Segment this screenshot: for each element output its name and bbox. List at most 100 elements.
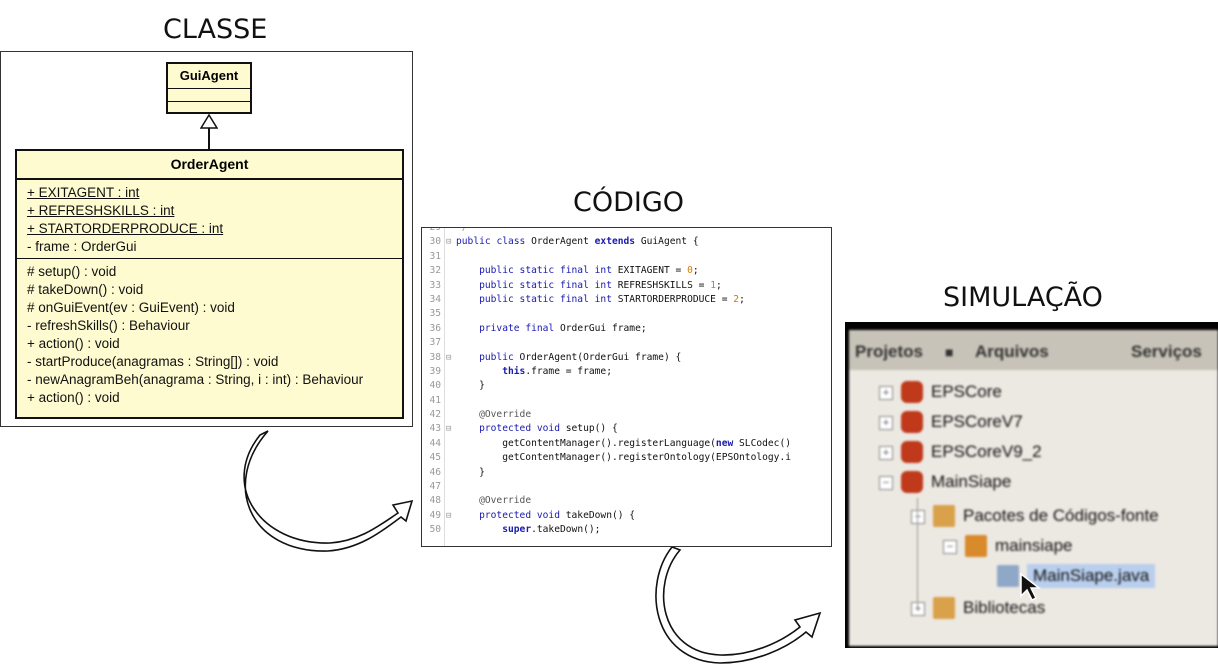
project-icon	[901, 381, 923, 403]
project-icon	[901, 441, 923, 463]
simulation-photo: Projetos ■ Arquivos Serviços +EPSCore+EP…	[845, 322, 1218, 648]
line-number: 31	[429, 250, 441, 262]
tree-item[interactable]: + EPSCoreV7	[849, 410, 1218, 438]
line-number: 41	[429, 394, 441, 406]
project-icon	[901, 411, 923, 433]
tree-item[interactable]: − Pacotes de Códigos-fonte	[849, 504, 1218, 532]
uml-operation: - newAnagramBeh(anagrama : String, i : i…	[27, 372, 364, 387]
line-number: 33	[429, 279, 441, 291]
uml-class-name-orderagent: OrderAgent	[17, 151, 402, 180]
code-line: 47	[422, 480, 831, 494]
uml-operation: # onGuiEvent(ev : GuiEvent) : void	[27, 300, 235, 315]
code-line: 49⊟ protected void takeDown() {	[422, 509, 831, 523]
code-text: public OrderAgent(OrderGui frame) {	[479, 351, 682, 363]
line-number: 40	[429, 380, 441, 392]
code-line: 36 private final OrderGui frame;	[422, 322, 831, 336]
line-number: 45	[429, 452, 441, 464]
package-icon	[965, 535, 987, 557]
code-text: @Override	[479, 409, 532, 421]
tree-item[interactable]: +EPSCoreV9_2	[849, 440, 1218, 468]
code-line: 34 public static final int STARTORDERPRO…	[422, 293, 831, 307]
line-number: 35	[429, 308, 441, 320]
code-text: }	[456, 466, 485, 478]
code-line: 31	[422, 250, 831, 264]
fold-icon[interactable]: ⊟	[446, 352, 452, 363]
code-line: 29 */	[422, 227, 831, 235]
line-number: 43	[429, 423, 441, 435]
fold-icon[interactable]: ⊟	[446, 237, 452, 248]
code-line: 32 public static final int EXITAGENT = 0…	[422, 264, 831, 278]
uml-attributes: + EXITAGENT : int + REFRESHSKILLS : int …	[17, 180, 402, 259]
line-number: 46	[429, 466, 441, 478]
uml-attribute: + REFRESHSKILLS : int	[27, 203, 175, 218]
code-text: public static final int STARTORDERPRODUC…	[479, 293, 745, 305]
uml-class-name-guiagent: GuiAgent	[168, 64, 250, 89]
line-number: 44	[429, 437, 441, 449]
tree-item-label: Pacotes de Códigos-fonte	[963, 506, 1159, 525]
tree-item-label: MainSiape	[931, 472, 1012, 491]
fold-icon[interactable]: ⊟	[446, 510, 452, 521]
tree-item[interactable]: +EPSCore	[849, 380, 1218, 408]
uml-attribute: + STARTORDERPRODUCE : int	[27, 221, 224, 236]
code-text: */	[456, 227, 468, 233]
tree-item-label: MainSiape.java	[1027, 564, 1156, 588]
tab-servicos[interactable]: Serviços	[1131, 342, 1202, 361]
uml-class-guiagent: GuiAgent	[166, 62, 252, 114]
uml-operation: + action() : void	[27, 336, 120, 351]
code-text: }	[456, 380, 485, 392]
code-line: 46 }	[422, 466, 831, 480]
expand-toggle-icon[interactable]: −	[943, 540, 957, 554]
heading-classe: CLASSE	[163, 14, 268, 45]
expand-toggle-icon[interactable]: +	[879, 446, 893, 460]
line-number: 29	[429, 227, 441, 233]
code-text: getContentManager().registerOntology(EPS…	[456, 452, 792, 464]
code-text: private final OrderGui frame;	[479, 322, 647, 334]
uml-attribute: - frame : OrderGui	[27, 239, 137, 254]
uml-class-diagram: GuiAgent OrderAgent + EXITAGENT : int + …	[0, 51, 413, 427]
project-icon	[901, 471, 923, 493]
code-line: 30⊟public class OrderAgent extends GuiAg…	[422, 235, 831, 249]
line-number: 34	[429, 293, 441, 305]
uml-operation: + action() : void	[27, 390, 120, 405]
fold-icon[interactable]: ⊟	[446, 424, 452, 435]
java-file-icon	[997, 565, 1019, 587]
line-number: 50	[429, 524, 441, 536]
line-number: 48	[429, 495, 441, 507]
code-line: 35	[422, 307, 831, 321]
code-text: protected void setup() {	[479, 423, 618, 435]
code-line: 50 super.takeDown();	[422, 523, 831, 537]
tree-item[interactable]: −mainsiape	[849, 534, 1218, 562]
folder-icon	[933, 505, 955, 527]
expand-toggle-icon[interactable]: −	[879, 476, 893, 490]
uml-attribute: + EXITAGENT : int	[27, 185, 140, 200]
curved-arrow-icon	[655, 546, 822, 664]
expand-toggle-icon[interactable]: +	[879, 416, 893, 430]
line-number: 39	[429, 365, 441, 377]
line-number: 49	[429, 509, 441, 521]
code-line: 42 @Override	[422, 408, 831, 422]
code-text: public static final int EXITAGENT = 0;	[479, 265, 699, 277]
expand-toggle-icon[interactable]: +	[911, 602, 925, 616]
line-number: 38	[429, 351, 441, 363]
code-text: getContentManager().registerLanguage(new…	[456, 437, 792, 449]
tree-item[interactable]: − MainSiape	[849, 470, 1218, 498]
tree-item-label: EPSCoreV7	[931, 412, 1023, 431]
tab-arquivos[interactable]: Arquivos	[975, 342, 1049, 361]
uml-operation: # takeDown() : void	[27, 282, 144, 297]
tree-item[interactable]: MainSiape.java	[849, 564, 1218, 592]
close-icon[interactable]: ■	[945, 344, 954, 360]
code-text: @Override	[479, 495, 532, 507]
netbeans-project-panel: Projetos ■ Arquivos Serviços +EPSCore+EP…	[849, 330, 1218, 646]
line-number: 36	[429, 322, 441, 334]
expand-toggle-icon[interactable]: −	[911, 510, 925, 524]
line-number: 47	[429, 481, 441, 493]
tree-item[interactable]: + Bibliotecas	[849, 596, 1218, 624]
tab-projetos[interactable]: Projetos	[855, 342, 924, 361]
heading-simulacao: SIMULAÇÃO	[943, 282, 1103, 313]
tree-connector	[917, 498, 918, 608]
uml-operation: - startProduce(anagramas : String[]) : v…	[27, 354, 279, 369]
tree-item-label: Bibliotecas	[963, 598, 1046, 617]
expand-toggle-icon[interactable]: +	[879, 386, 893, 400]
code-line: 33 public static final int REFRESHSKILLS…	[422, 279, 831, 293]
project-tabs: Projetos ■ Arquivos Serviços	[849, 330, 1218, 370]
